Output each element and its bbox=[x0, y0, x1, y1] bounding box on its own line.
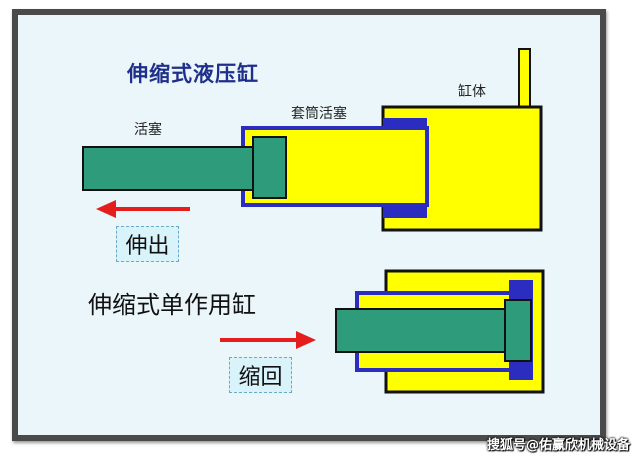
vent-pipe bbox=[518, 48, 531, 109]
piston-rod-retracted bbox=[335, 308, 512, 353]
piston-rod bbox=[82, 146, 274, 191]
diagram-title: 伸缩式液压缸 bbox=[127, 62, 259, 86]
extend-arrow bbox=[96, 200, 190, 218]
sleeve-piston-label: 套筒活塞 bbox=[291, 106, 347, 122]
extend-label: 伸出 bbox=[125, 234, 170, 259]
piston-head-retracted bbox=[504, 299, 532, 362]
extend-label-box: 伸出 bbox=[116, 226, 179, 262]
retract-label-box: 缩回 bbox=[229, 357, 292, 393]
cylinder-body-label: 缸体 bbox=[458, 84, 486, 100]
extended-assembly bbox=[82, 48, 543, 232]
watermark: 搜狐号@佑赢欣机械设备 bbox=[486, 438, 630, 453]
retract-label: 缩回 bbox=[238, 365, 283, 390]
diagram-subtitle: 伸缩式单作用缸 bbox=[88, 291, 256, 319]
retracted-assembly bbox=[220, 269, 545, 394]
piston-label: 活塞 bbox=[134, 122, 162, 138]
piston-head bbox=[252, 136, 287, 199]
retract-arrow bbox=[220, 331, 316, 349]
